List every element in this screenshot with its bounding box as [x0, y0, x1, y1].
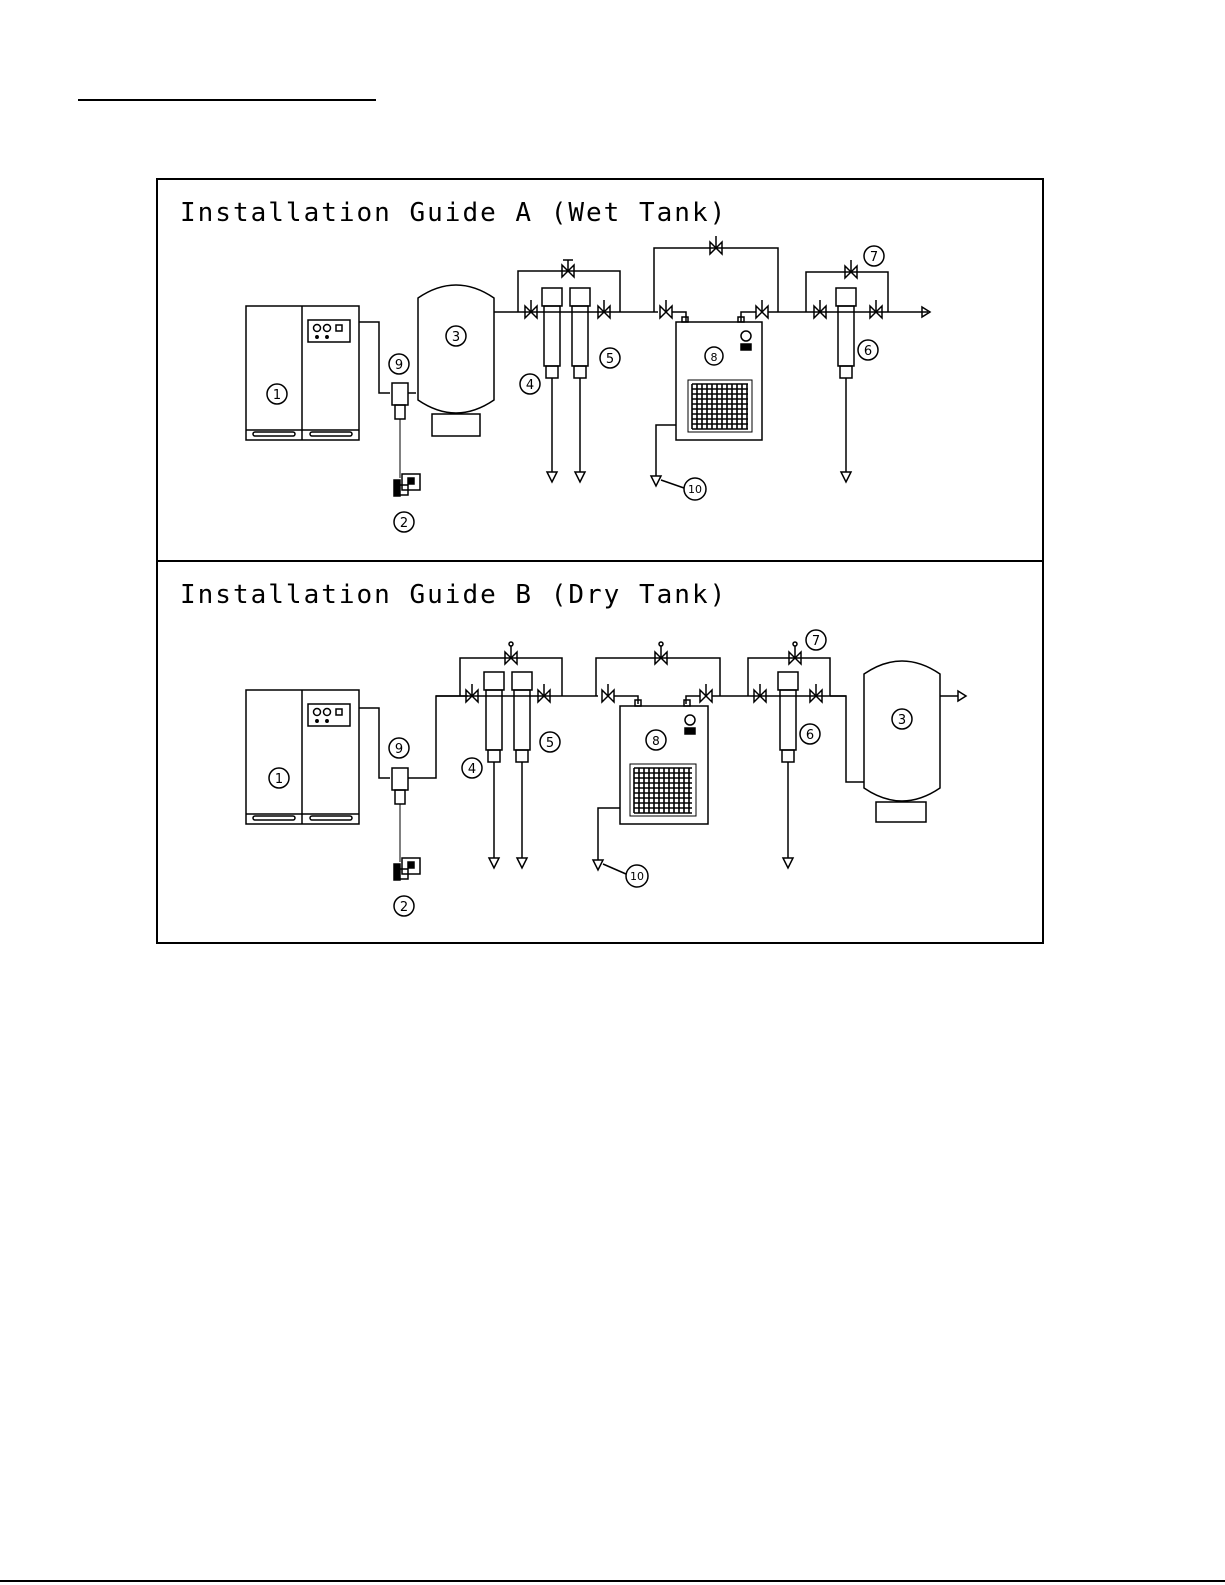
callout-9: 9 — [395, 742, 403, 757]
air-receiver-tank — [418, 285, 494, 436]
compressor-unit — [246, 690, 359, 824]
installation-guide-a-panel: Installation Guide A (Wet Tank) 1 — [156, 178, 1044, 562]
coalescing-filter-5 — [512, 672, 532, 868]
callout-1: 1 — [275, 772, 283, 787]
guide-a-diagram: 1 9 2 3 — [158, 180, 1042, 560]
coalescing-filter-6 — [836, 288, 856, 482]
callout-6: 6 — [806, 728, 814, 743]
callout-3: 3 — [898, 713, 906, 728]
guide-b-diagram: 1 9 2 — [158, 562, 1042, 942]
callout-7: 7 — [812, 634, 820, 649]
coalescing-filter-4 — [542, 288, 562, 482]
header-rule — [78, 99, 376, 101]
footer-rule — [0, 1580, 1225, 1582]
callout-8: 8 — [711, 351, 718, 364]
callout-7: 7 — [870, 250, 878, 265]
water-separator-filter — [392, 768, 420, 880]
callout-6: 6 — [864, 344, 872, 359]
coalescing-filter-6 — [778, 672, 798, 868]
water-separator-filter — [392, 383, 420, 496]
callout-5: 5 — [546, 736, 554, 751]
callout-10: 10 — [630, 870, 644, 883]
callout-2: 2 — [400, 516, 408, 531]
coalescing-filter-4 — [484, 672, 504, 868]
refrigerated-dryer — [651, 317, 762, 486]
callout-3: 3 — [452, 330, 460, 345]
installation-guide-b-panel: Installation Guide B (Dry Tank) 1 — [156, 560, 1044, 944]
refrigerated-dryer — [593, 700, 708, 870]
callout-1: 1 — [273, 388, 281, 403]
callout-5: 5 — [606, 352, 614, 367]
callout-4: 4 — [526, 378, 534, 393]
compressor-unit — [246, 306, 359, 440]
callout-2: 2 — [400, 900, 408, 915]
callout-10: 10 — [688, 483, 702, 496]
air-receiver-tank — [864, 661, 940, 822]
callout-8: 8 — [652, 734, 660, 748]
callout-4: 4 — [468, 762, 476, 777]
coalescing-filter-5 — [570, 288, 590, 482]
callout-9: 9 — [395, 358, 403, 373]
